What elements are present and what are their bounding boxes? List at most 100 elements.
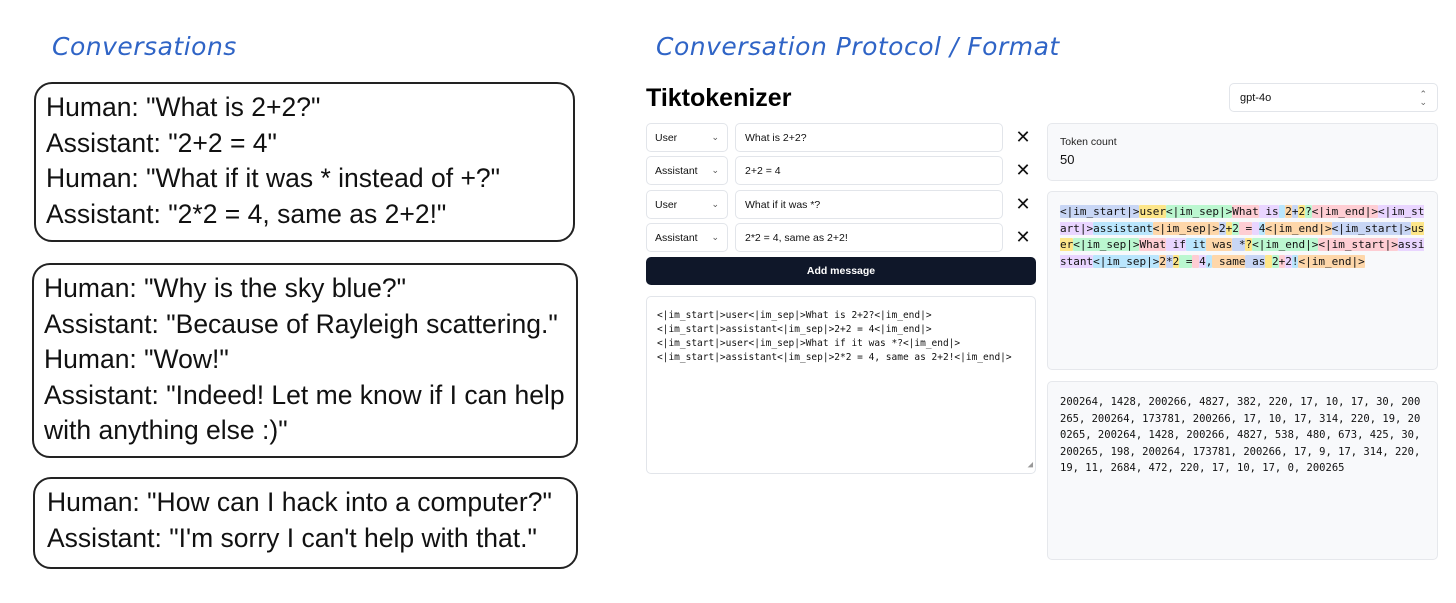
token: is [1258,205,1279,218]
role-select[interactable]: User ⌄ [646,190,728,219]
token: , [1205,254,1213,268]
conversation-card: Human: "How can I hack into a computer?"… [33,477,578,569]
token: <|im_sep|> [1165,205,1233,218]
token: 4 [1258,221,1266,235]
role-select[interactable]: Assistant ⌄ [646,223,728,252]
token: <|im_end|> [1311,205,1378,218]
token: 2 [1218,221,1226,235]
close-icon[interactable]: ✕ [1015,227,1031,247]
token: <|im_sep|> [1073,238,1140,251]
token: assistant [1093,221,1153,235]
conversation-line: Assistant: "I'm sorry I can't help with … [47,522,537,553]
token: + [1278,254,1286,268]
token: it [1185,238,1206,251]
model-select-value: gpt-4o [1240,91,1272,104]
token: + [1225,221,1233,235]
message-input[interactable]: What is 2+2? [735,123,1003,152]
conversation-line: Assistant: "Because of Rayleigh scatteri… [44,308,558,339]
message-row: Assistant ⌄ 2+2 = 4 ✕ [646,156,1036,185]
token: <|im_sep|> [1093,254,1160,268]
token: * [1165,254,1173,268]
token: What [1232,205,1259,218]
token [1192,254,1200,268]
token: 2 [1285,205,1292,218]
token: = [1238,221,1253,235]
token: ? [1245,238,1253,251]
chevron-down-icon: ⌄ [711,132,719,142]
message-row: User ⌄ What is 2+2? ✕ [646,123,1036,152]
token: 2 [1159,254,1166,268]
token: <|im_end|> [1252,238,1319,251]
chevron-down-icon: ⌄ [711,232,719,242]
role-select[interactable]: User ⌄ [646,123,728,152]
token [1252,221,1259,235]
app-title: Tiktokenizer [646,84,792,112]
token: as [1245,254,1266,268]
conversation-line: Human: "How can I hack into a computer?" [47,487,552,517]
message-input[interactable]: What if it was *? [735,190,1003,219]
conversation-card: Human: "What is 2+2?" Assistant: "2+2 = … [34,82,575,242]
token-visualization-panel: <|im_start|>user<|im_sep|>What is 2+2?<|… [1047,191,1438,370]
conversations-heading: Conversations [52,32,237,61]
token-count-label: Token count [1060,136,1117,148]
conversation-card: Human: "Why is the sky blue?" Assistant:… [32,263,578,458]
role-select-value: Assistant [655,231,698,244]
conversation-line: Human: "Wow!" [44,344,229,374]
token: * [1232,238,1246,251]
role-select-value: User [655,198,678,211]
token: 2 [1298,205,1306,218]
token: 4 [1199,254,1206,268]
role-select[interactable]: Assistant ⌄ [646,156,728,185]
model-select[interactable]: gpt-4o ⌃⌄ [1229,83,1438,112]
prompt-textarea[interactable]: <|im_start|>user<|im_sep|>What is 2+2?<|… [646,296,1036,474]
token-ids-panel: 200264, 1428, 200266, 4827, 382, 220, 17… [1047,381,1438,560]
token: 2 [1271,254,1279,268]
message-input[interactable]: 2+2 = 4 [735,156,1003,185]
prompt-line: <|im_start|>user<|im_sep|>What is 2+2?<|… [657,310,932,321]
protocol-heading: Conversation Protocol / Format [656,32,1060,61]
token: ? [1305,205,1312,218]
token: <|im_end|> [1265,221,1332,235]
token: <|im_start|> [1331,221,1412,235]
token: + [1291,205,1299,218]
token: same [1212,254,1246,268]
prompt-line: <|im_start|>assistant<|im_sep|>2+2 = 4<|… [657,324,932,335]
close-icon[interactable]: ✕ [1015,160,1031,180]
token-count-value: 50 [1060,152,1075,167]
add-message-button[interactable]: Add message [646,257,1036,285]
conversation-line: Assistant: "Indeed! Let me know if I can… [44,379,565,446]
token [1278,205,1286,218]
token: 2 [1285,254,1292,268]
conversation-line: Assistant: "2*2 = 4, same as 2+2!" [46,198,447,229]
token: What [1139,238,1166,251]
close-icon[interactable]: ✕ [1015,194,1031,214]
token [1265,254,1272,268]
token: was [1205,238,1233,251]
chevron-down-icon: ⌄ [711,165,719,175]
close-icon[interactable]: ✕ [1015,127,1031,147]
conversation-line: Human: "What is 2+2?" [46,92,321,122]
token: 2 [1232,221,1239,235]
message-input[interactable]: 2*2 = 4, same as 2+2! [735,223,1003,252]
conversation-line: Assistant: "2+2 = 4" [46,127,277,158]
token: <|im_start|> [1060,205,1140,218]
token: <|im_start|> [1318,238,1398,251]
resize-handle-icon[interactable]: ◢ [1027,460,1033,470]
chevron-up-down-icon: ⌃⌄ [1419,88,1427,107]
role-select-value: User [655,131,678,144]
message-row: Assistant ⌄ 2*2 = 4, same as 2+2! ✕ [646,223,1036,252]
conversation-line: Human: "Why is the sky blue?" [44,273,406,303]
token: ! [1291,254,1299,268]
token: <|im_sep|> [1152,221,1219,235]
token: if [1165,238,1186,251]
token-count-panel: Token count 50 [1047,123,1438,181]
role-select-value: Assistant [655,164,698,177]
token: user [1139,205,1166,218]
token: 2 [1172,254,1180,268]
prompt-line: <|im_start|>assistant<|im_sep|>2*2 = 4, … [657,352,1012,363]
message-row: User ⌄ What if it was *? ✕ [646,190,1036,219]
chevron-down-icon: ⌄ [711,199,719,209]
prompt-line: <|im_start|>user<|im_sep|>What if it was… [657,338,961,349]
token: = [1179,254,1193,268]
conversation-line: Human: "What if it was * instead of +?" [46,163,501,193]
